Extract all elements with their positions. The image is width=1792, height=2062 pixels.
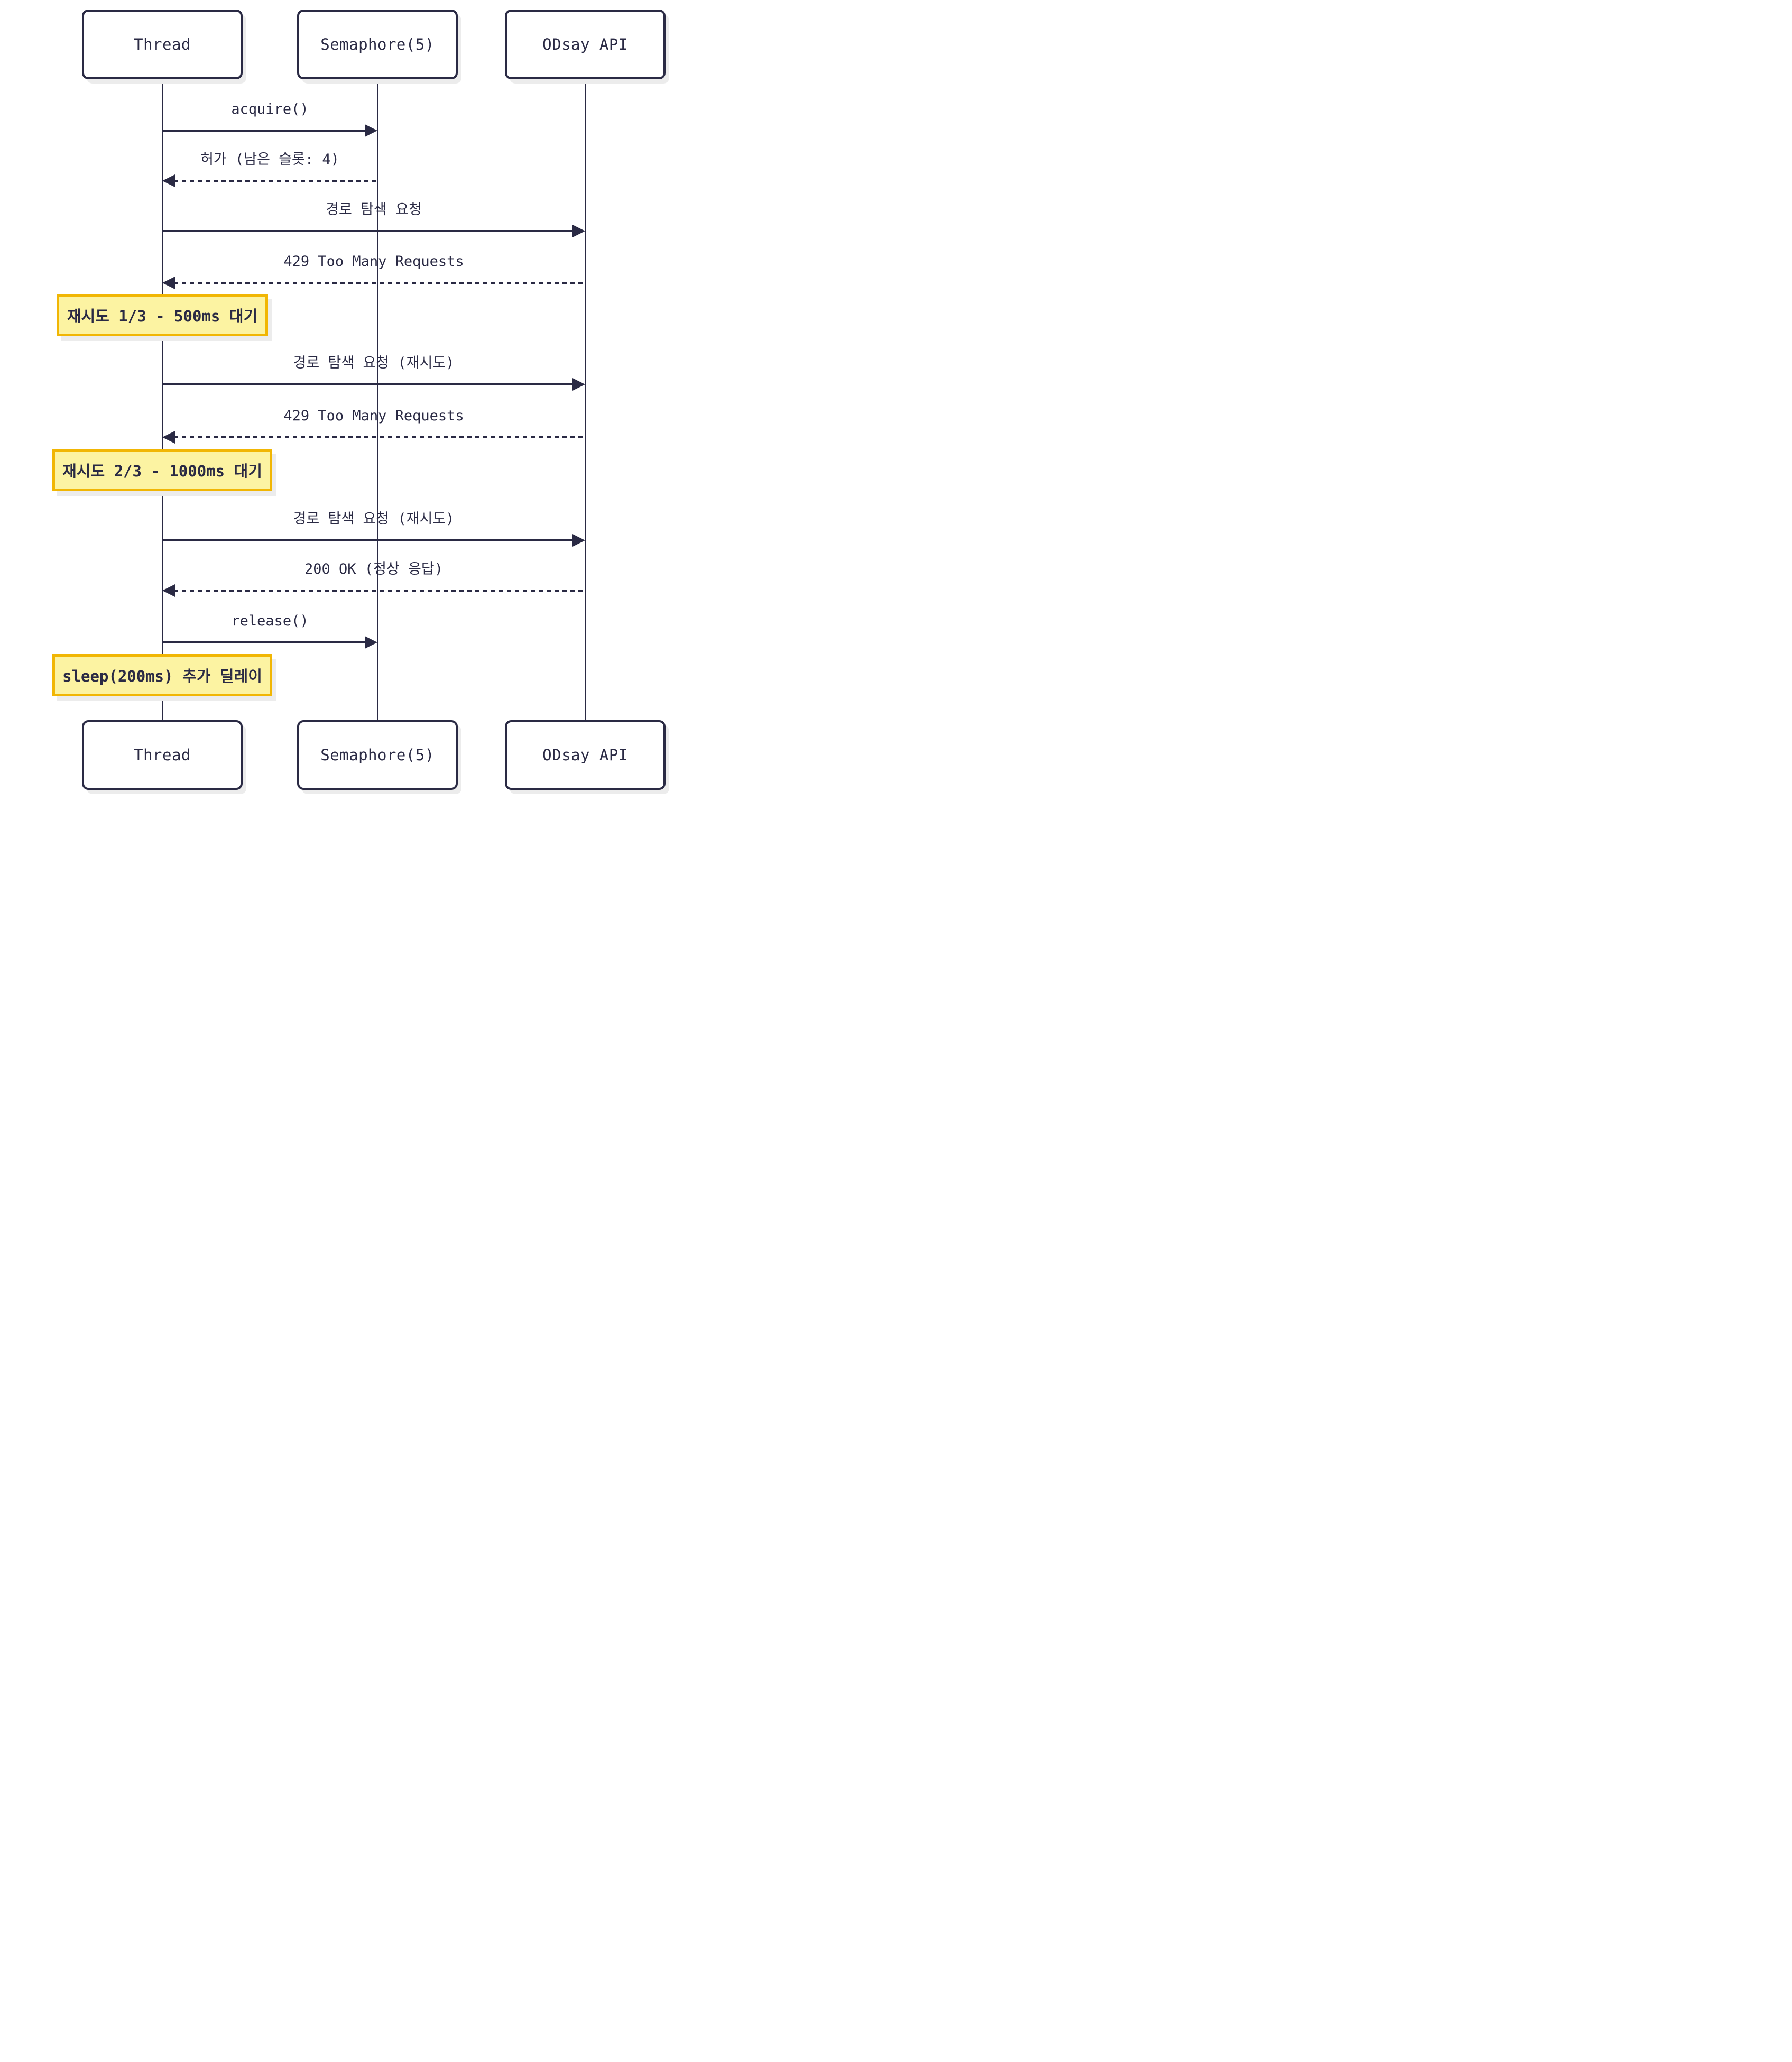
message-line (174, 282, 585, 284)
note-box: 재시도 1/3 - 500ms 대기 (57, 294, 268, 336)
arrowhead-icon (572, 378, 585, 391)
participant-label-odsay: ODsay API (542, 35, 628, 53)
note-label: 재시도 1/3 - 500ms 대기 (67, 307, 258, 325)
message-label: 경로 탐색 요청 (재시도) (293, 355, 455, 371)
arrowhead-icon (162, 584, 175, 597)
sequence-diagram: Thread Semaphore(5) ODsay API Thread Sem… (0, 0, 717, 825)
message-label: 429 Too Many Requests (283, 253, 464, 270)
message-line (174, 436, 585, 438)
note-box: 재시도 2/3 - 1000ms 대기 (52, 449, 272, 491)
arrowhead-icon (365, 124, 377, 137)
arrowhead-icon (572, 225, 585, 237)
arrowhead-icon (162, 277, 175, 289)
message-line (174, 590, 585, 592)
participant-box-semaphore-bottom: Semaphore(5) (297, 720, 458, 790)
participant-label-semaphore: Semaphore(5) (320, 746, 435, 764)
participant-label-odsay: ODsay API (542, 746, 628, 764)
message-label: 경로 탐색 요청 (326, 201, 422, 218)
note-label: sleep(200ms) 추가 딜레이 (62, 667, 262, 685)
message-label: 429 Too Many Requests (283, 408, 464, 424)
message-line (162, 641, 366, 643)
participant-label-thread: Thread (134, 35, 191, 53)
lifeline-thread (161, 77, 163, 722)
note-box: sleep(200ms) 추가 딜레이 (52, 654, 272, 696)
arrowhead-icon (365, 636, 377, 649)
participant-label-semaphore: Semaphore(5) (320, 35, 435, 53)
message-line (162, 130, 366, 132)
arrowhead-icon (162, 174, 175, 187)
participant-box-odsay-top: ODsay API (505, 10, 666, 79)
note-label: 재시도 2/3 - 1000ms 대기 (62, 462, 262, 480)
participant-box-semaphore-top: Semaphore(5) (297, 10, 458, 79)
participant-box-thread-top: Thread (82, 10, 243, 79)
message-line (162, 383, 574, 385)
message-label: release() (231, 613, 309, 629)
lifeline-odsay (584, 77, 586, 722)
message-label: 200 OK (정상 응답) (304, 561, 443, 577)
lifeline-semaphore (376, 77, 378, 722)
message-line (162, 230, 574, 232)
message-label: 경로 탐색 요청 (재시도) (293, 511, 455, 527)
participant-label-thread: Thread (134, 746, 191, 764)
participant-box-odsay-bottom: ODsay API (505, 720, 666, 790)
message-label: 허가 (남은 슬롯: 4) (200, 151, 339, 168)
arrowhead-icon (162, 431, 175, 444)
participant-box-thread-bottom: Thread (82, 720, 243, 790)
arrowhead-icon (572, 534, 585, 547)
message-line (162, 539, 574, 541)
message-label: acquire() (231, 101, 309, 117)
message-line (174, 180, 377, 182)
